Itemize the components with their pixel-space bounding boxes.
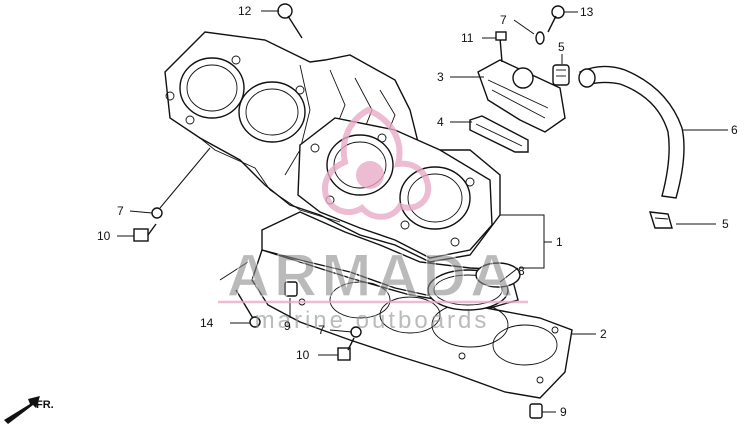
watermark-tagline: marine outboards [255, 307, 490, 334]
callout-9: 9 [284, 319, 291, 333]
callout-2: 2 [600, 327, 607, 341]
fasteners [133, 3, 565, 419]
watermark: ARMADA marine outboards [218, 106, 528, 334]
callout-12: 12 [238, 4, 252, 18]
breather-hose [578, 65, 685, 199]
callout-5: 5 [722, 217, 729, 231]
valve-cover [477, 59, 566, 133]
callout-13: 13 [580, 5, 594, 19]
o-rings [427, 262, 521, 311]
callout-4: 4 [437, 115, 444, 129]
callout-1: 1 [556, 235, 563, 249]
front-direction-indicator: FR. [4, 396, 54, 424]
callout-11: 11 [461, 31, 474, 45]
leader-lines [117, 10, 728, 413]
callout-7: 7 [318, 323, 325, 337]
orientation-label: FR. [36, 399, 54, 411]
callout-labels: 12 7 13 11 5 3 4 6 7 10 5 1 8 14 9 7 10 … [97, 4, 738, 419]
callout-9: 9 [560, 405, 567, 419]
callout-6: 6 [731, 123, 738, 137]
callout-3: 3 [437, 70, 444, 84]
front-arrow-icon [4, 396, 40, 424]
callout-7: 7 [500, 13, 507, 27]
callout-8: 8 [518, 264, 525, 278]
callout-10: 10 [97, 229, 111, 243]
callout-10: 10 [296, 348, 310, 362]
callout-5: 5 [558, 40, 565, 54]
callout-14: 14 [200, 316, 214, 330]
cover-gasket [469, 115, 529, 153]
watermark-logo-icon [322, 106, 432, 220]
watermark-brand: ARMADA [227, 242, 518, 309]
hose-clamps [552, 64, 673, 229]
callout-7: 7 [117, 204, 124, 218]
